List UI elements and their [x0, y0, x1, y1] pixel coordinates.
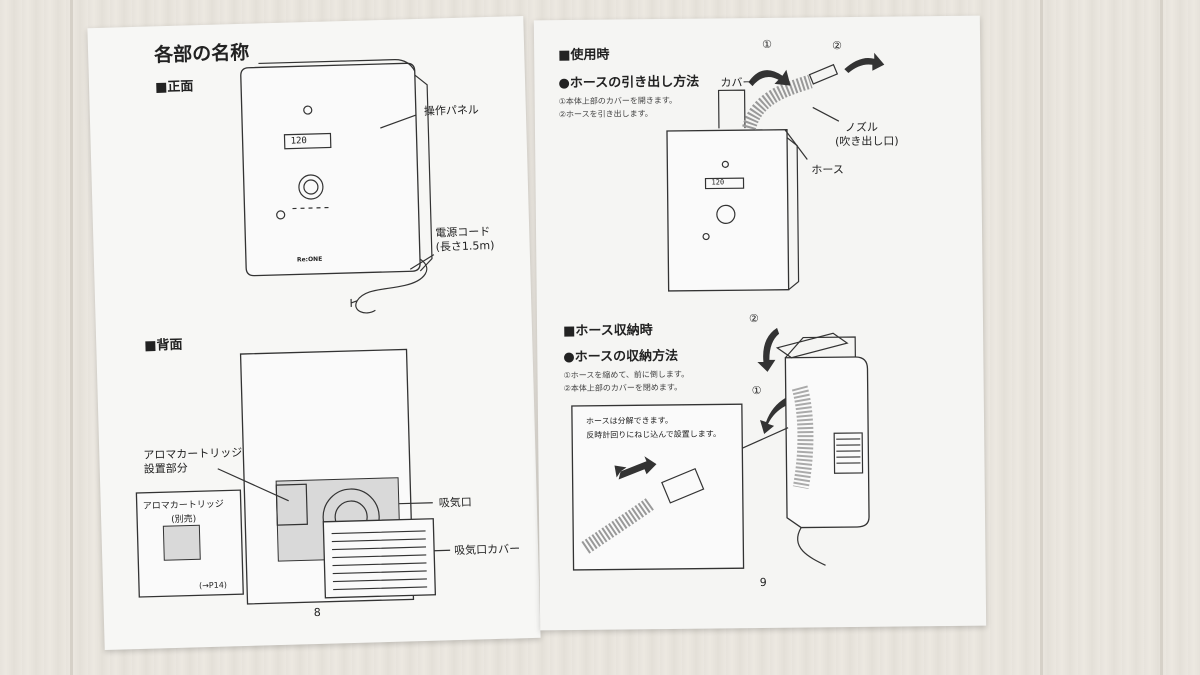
floor-plank-seam [1160, 0, 1163, 675]
aroma-box-ref: (→P14) [198, 580, 228, 591]
page-number-right: 9 [759, 575, 767, 590]
inset-note-2: 反時計回りにねじ込んで設置します。 [586, 429, 722, 440]
label-step-2-lower: ② [748, 312, 759, 326]
label-intake: 吸気口 [438, 495, 472, 510]
manual-page-right: ■使用時 ●ホースの引き出し方法 ①本体上部のカバーを開きます。 ②ホースを引き… [533, 15, 987, 631]
label-aroma-install-area: 設置部分 [143, 461, 188, 476]
floor-plank-seam [70, 0, 73, 675]
floor-plank-seam [1040, 0, 1043, 675]
back-unit-illustration [135, 348, 451, 605]
front-unit-illustration [240, 59, 435, 314]
aroma-box-subtitle: (別売) [171, 514, 197, 526]
hose-store-illustration [571, 327, 870, 571]
aroma-box-title: アロマカートリッジ [142, 499, 224, 512]
page-number-left: 8 [313, 605, 321, 620]
label-intake-cover: 吸気口カバー [453, 542, 521, 558]
hose-pull-illustration [666, 52, 885, 292]
manual-page-left: 各部の名称 ■正面 操作パネル 電源コード (長さ1.5m) 120 Re:ON… [87, 16, 541, 650]
label-step-1-lower: ① [751, 383, 762, 398]
inset-note-1: ホースは分解できます。 [585, 415, 673, 426]
